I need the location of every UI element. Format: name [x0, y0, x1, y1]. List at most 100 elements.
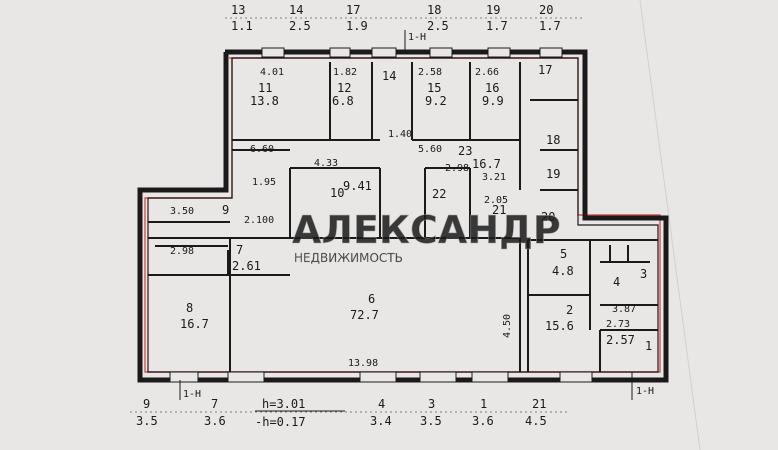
window-id: 17 [346, 3, 360, 17]
window-area: 3.6 [204, 414, 226, 428]
room-number: 8 [186, 301, 193, 315]
window-id: 1 [480, 397, 487, 411]
height-note-line2: -h=0.17 [255, 415, 306, 429]
room-area: 16.7 [180, 317, 209, 331]
dimension: 2.05 [484, 195, 508, 206]
room-area: 13.8 [250, 94, 279, 108]
section-label: 1-H [636, 386, 654, 397]
window-area: 1.1 [231, 19, 253, 33]
room-number: 10 [330, 186, 344, 200]
room-number: 14 [382, 69, 396, 83]
window-id: 19 [486, 3, 500, 17]
window-id: 21 [532, 397, 546, 411]
dimension: 1.82 [333, 67, 357, 78]
dimension: 2.66 [475, 67, 499, 78]
room-area: 72.7 [350, 308, 379, 322]
room-number: 5 [560, 247, 567, 261]
watermark-subtitle: НЕДВИЖИМОСТЬ [294, 251, 403, 265]
room-labels: 11 13.8 12 6.8 14 15 9.2 16 9.9 17 18 19… [180, 63, 652, 353]
room-number: 17 [538, 63, 552, 77]
dimension: 5.60 [418, 144, 442, 155]
room-area: 15.6 [545, 319, 574, 333]
room-number: 22 [432, 187, 446, 201]
dimension: 3.50 [170, 206, 194, 217]
room-number: 21 [492, 203, 506, 217]
dimension: 4.50 [502, 314, 513, 338]
dimension: 4.33 [314, 158, 338, 169]
dimension: 6.60 [250, 144, 274, 155]
room-number: 4 [613, 275, 620, 289]
room-area: 9.41 [343, 179, 372, 193]
room-number: 3 [640, 267, 647, 281]
window-area: 1.7 [539, 19, 561, 33]
window-id: 3 [428, 397, 435, 411]
window-id: 18 [427, 3, 441, 17]
dimension: 2.73 [606, 319, 630, 330]
top-window-legend: 13 1.1 14 2.5 17 1.9 18 2.5 19 1.7 20 1.… [225, 3, 585, 33]
section-mark-bottom-right: 1-H [631, 372, 654, 400]
dimension-labels: 4.01 1.82 2.58 2.66 6.60 1.40 5.60 4.33 … [170, 67, 636, 369]
height-note-line1: h=3.01 [262, 397, 305, 411]
height-note: h=3.01 -h=0.17 [255, 397, 345, 429]
room-number: 16 [485, 81, 499, 95]
room-area: 9.9 [482, 94, 504, 108]
window-id: 13 [231, 3, 245, 17]
section-label: 1-H [408, 32, 426, 43]
interior-wall-line [147, 57, 659, 373]
section-mark-top: 1-H [404, 30, 426, 50]
room-number: 2 [566, 303, 573, 317]
window-id: 20 [539, 3, 553, 17]
room-number: 19 [546, 167, 560, 181]
window-area: 3.4 [370, 414, 392, 428]
window-area: 3.6 [472, 414, 494, 428]
window-area: 4.5 [525, 414, 547, 428]
dimension: 2.100 [244, 215, 274, 226]
room-number: 15 [427, 81, 441, 95]
bottom-window-legend: 9 3.5 7 3.6 4 3.4 3 3.5 1 3.6 21 4.5 [130, 397, 570, 428]
room-area: 9.2 [425, 94, 447, 108]
room-number: 12 [337, 81, 351, 95]
watermark: АЛЕКСАНДР НЕДВИЖИМОСТЬ [292, 208, 561, 265]
room-number: 23 [458, 144, 472, 158]
room-number: 18 [546, 133, 560, 147]
window-area: 2.5 [427, 19, 449, 33]
window-id: 7 [211, 397, 218, 411]
window-area: 3.5 [420, 414, 442, 428]
dimension: 2.58 [418, 67, 442, 78]
room-number: 9 [222, 203, 229, 217]
top-windows [261, 47, 563, 58]
room-area: 2.61 [232, 259, 261, 273]
window-area: 2.5 [289, 19, 311, 33]
paper-fold-line [639, 0, 701, 450]
dimension: 1.95 [252, 177, 276, 188]
dimension: 3.87 [612, 304, 636, 315]
room-area: 6.8 [332, 94, 354, 108]
section-label: 1-H [183, 389, 201, 400]
dimension: 1.40 [388, 129, 412, 140]
room-number: 7 [236, 243, 243, 257]
window-id: 9 [143, 397, 150, 411]
room-number: 1 [645, 339, 652, 353]
exterior-walls [137, 49, 669, 383]
dimension: 2.98 [445, 163, 469, 174]
interior-partitions-upper [232, 62, 578, 239]
room-number: 11 [258, 81, 272, 95]
dimension: 3.21 [482, 172, 506, 183]
window-area: 1.9 [346, 19, 368, 33]
room-area: 16.7 [472, 157, 501, 171]
watermark-title: АЛЕКСАНДР [292, 208, 561, 252]
window-id: 14 [289, 3, 303, 17]
window-area: 3.5 [136, 414, 158, 428]
section-mark-bottom-left: 1-H [179, 380, 201, 400]
interior-partitions-lower [148, 221, 658, 372]
room-number: 6 [368, 292, 375, 306]
bottom-windows [169, 371, 593, 383]
window-area: 1.7 [486, 19, 508, 33]
window-id: 4 [378, 397, 385, 411]
dimension: 4.01 [260, 67, 284, 78]
room-number: 20 [541, 210, 555, 224]
dimension: 2.98 [170, 246, 194, 257]
dimension: 13.98 [348, 358, 378, 369]
room-area: 4.8 [552, 264, 574, 278]
